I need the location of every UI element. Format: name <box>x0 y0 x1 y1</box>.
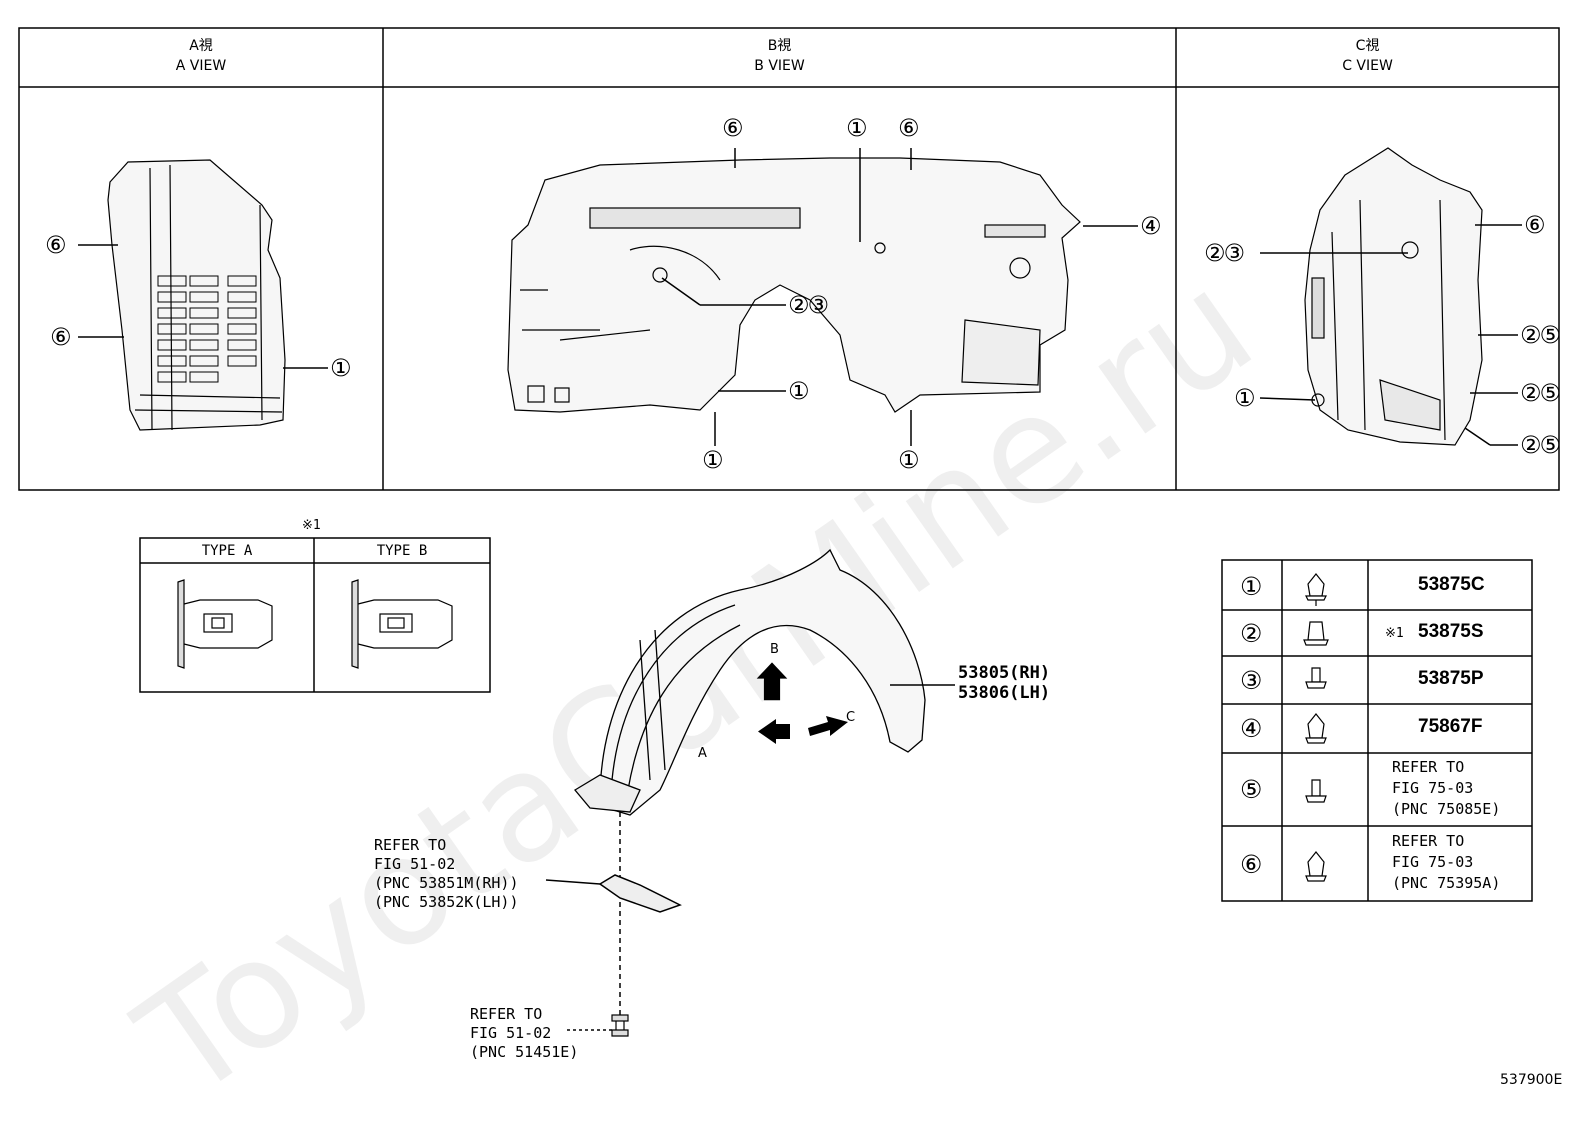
a-view-en: A VIEW <box>175 58 227 74</box>
table-ref-6-line-2: FIG 75-03 <box>1392 853 1474 871</box>
b-view-header: B視 B VIEW <box>383 36 1176 76</box>
b-view-callout-2-3: ②③ <box>788 291 829 319</box>
table-part-1: 53875C <box>1418 574 1485 595</box>
table-num-5: ⑤ <box>1240 775 1263 804</box>
clip-icon-2 <box>1303 621 1329 646</box>
table-ref-5-line-3: (PNC 75085E) <box>1392 800 1501 818</box>
table-prefix-2: ※1 <box>1385 626 1404 641</box>
c-view-en: C VIEW <box>1342 58 1393 74</box>
bracket-reference: REFER TO FIG 51-02 (PNC 53851M(RH)) (PNC… <box>374 836 519 912</box>
table-ref-6: REFER TO FIG 75-03 (PNC 75395A) <box>1392 831 1500 894</box>
c-view-callout-2-3: ②③ <box>1204 239 1245 267</box>
c-view-callout-2-5-c: ②⑤ <box>1520 431 1561 459</box>
b-view-jp: B視 <box>767 38 792 54</box>
bolt-ref-line-1: REFER TO <box>470 1005 543 1023</box>
arrow-b-label: B <box>770 642 779 657</box>
table-ref-6-line-1: REFER TO <box>1392 832 1465 850</box>
type-b-clip-drawing <box>351 579 453 669</box>
clip-type-table-frame <box>139 537 491 693</box>
type-a-label: TYPE A <box>201 543 253 559</box>
parts-table-frame <box>1221 559 1533 902</box>
b-view-callout-1-top: ① <box>846 114 868 142</box>
b-view-part <box>507 157 1081 413</box>
type-b-label: TYPE B <box>376 543 428 559</box>
table-ref-5-line-2: FIG 75-03 <box>1392 779 1474 797</box>
screw-icon-5 <box>1305 779 1327 803</box>
bolt-drawing <box>611 1014 629 1037</box>
b-view-callout-1-bottom-left: ① <box>702 446 724 474</box>
c-view-part <box>1304 147 1483 446</box>
a-view-part <box>107 159 286 431</box>
a-view-callout-6-top: ⑥ <box>45 231 67 259</box>
c-view-header: C視 C VIEW <box>1176 36 1559 76</box>
a-view-callout-1: ① <box>330 354 352 382</box>
b-view-callout-6-left: ⑥ <box>722 114 744 142</box>
clip-icon-4 <box>1305 713 1327 744</box>
c-view-callout-2-5-a: ②⑤ <box>1520 321 1561 349</box>
table-ref-5: REFER TO FIG 75-03 (PNC 75085E) <box>1392 757 1500 820</box>
type-a-clip-drawing <box>177 579 273 669</box>
bolt-reference: REFER TO FIG 51-02 (PNC 51451E) <box>470 1005 578 1062</box>
diagram-id: 537900E <box>1500 1072 1563 1088</box>
table-num-6: ⑥ <box>1240 850 1263 879</box>
b-view-callout-1-right: ① <box>788 377 810 405</box>
table-num-1: ① <box>1240 572 1263 601</box>
clip-icon-6 <box>1305 851 1327 882</box>
bracket-ref-line-3: (PNC 53851M(RH)) <box>374 874 519 892</box>
table-num-4: ④ <box>1240 714 1263 743</box>
clip-icon-1 <box>1305 573 1327 606</box>
b-view-callout-6-right: ⑥ <box>898 114 920 142</box>
part-number-lh: 53806(LH) <box>958 683 1051 703</box>
table-num-3: ③ <box>1240 666 1263 695</box>
bolt-ref-line-3: (PNC 51451E) <box>470 1043 579 1061</box>
bracket-drawing <box>598 874 682 913</box>
b-view-callout-4: ④ <box>1140 212 1162 240</box>
part-number-rh: 53805(RH) <box>958 663 1051 683</box>
bracket-ref-line-1: REFER TO <box>374 836 447 854</box>
arrow-c-label: C <box>846 710 856 725</box>
c-view-jp: C視 <box>1355 38 1380 54</box>
table-part-2: 53875S <box>1418 621 1484 642</box>
bracket-ref-line-4: (PNC 53852K(LH)) <box>374 893 519 911</box>
a-view-jp: A視 <box>189 38 213 54</box>
a-view-header: A視 A VIEW <box>19 36 383 76</box>
table-num-2: ② <box>1240 619 1263 648</box>
views-frame <box>18 27 1560 491</box>
bracket-ref-line-2: FIG 51-02 <box>374 855 456 873</box>
view-arrows <box>756 662 848 744</box>
screw-icon-3 <box>1305 667 1327 689</box>
a-view-callout-6-bottom: ⑥ <box>50 323 72 351</box>
table-ref-6-line-3: (PNC 75395A) <box>1392 874 1501 892</box>
table-part-4: 75867F <box>1418 716 1483 737</box>
bolt-ref-line-2: FIG 51-02 <box>470 1024 552 1042</box>
table-ref-5-line-1: REFER TO <box>1392 758 1465 776</box>
arrow-a-label: A <box>698 746 707 761</box>
c-view-callout-2-5-b: ②⑤ <box>1520 379 1561 407</box>
table-part-3: 53875P <box>1418 668 1484 689</box>
clip-type-note: ※1 <box>302 518 321 533</box>
b-view-callout-1-bottom-right: ① <box>898 446 920 474</box>
c-view-callout-6: ⑥ <box>1524 211 1546 239</box>
fender-liner-drawing <box>574 548 926 816</box>
diagram-linework <box>18 27 1560 1037</box>
b-view-en: B VIEW <box>754 58 805 74</box>
c-view-callout-1: ① <box>1234 384 1256 412</box>
